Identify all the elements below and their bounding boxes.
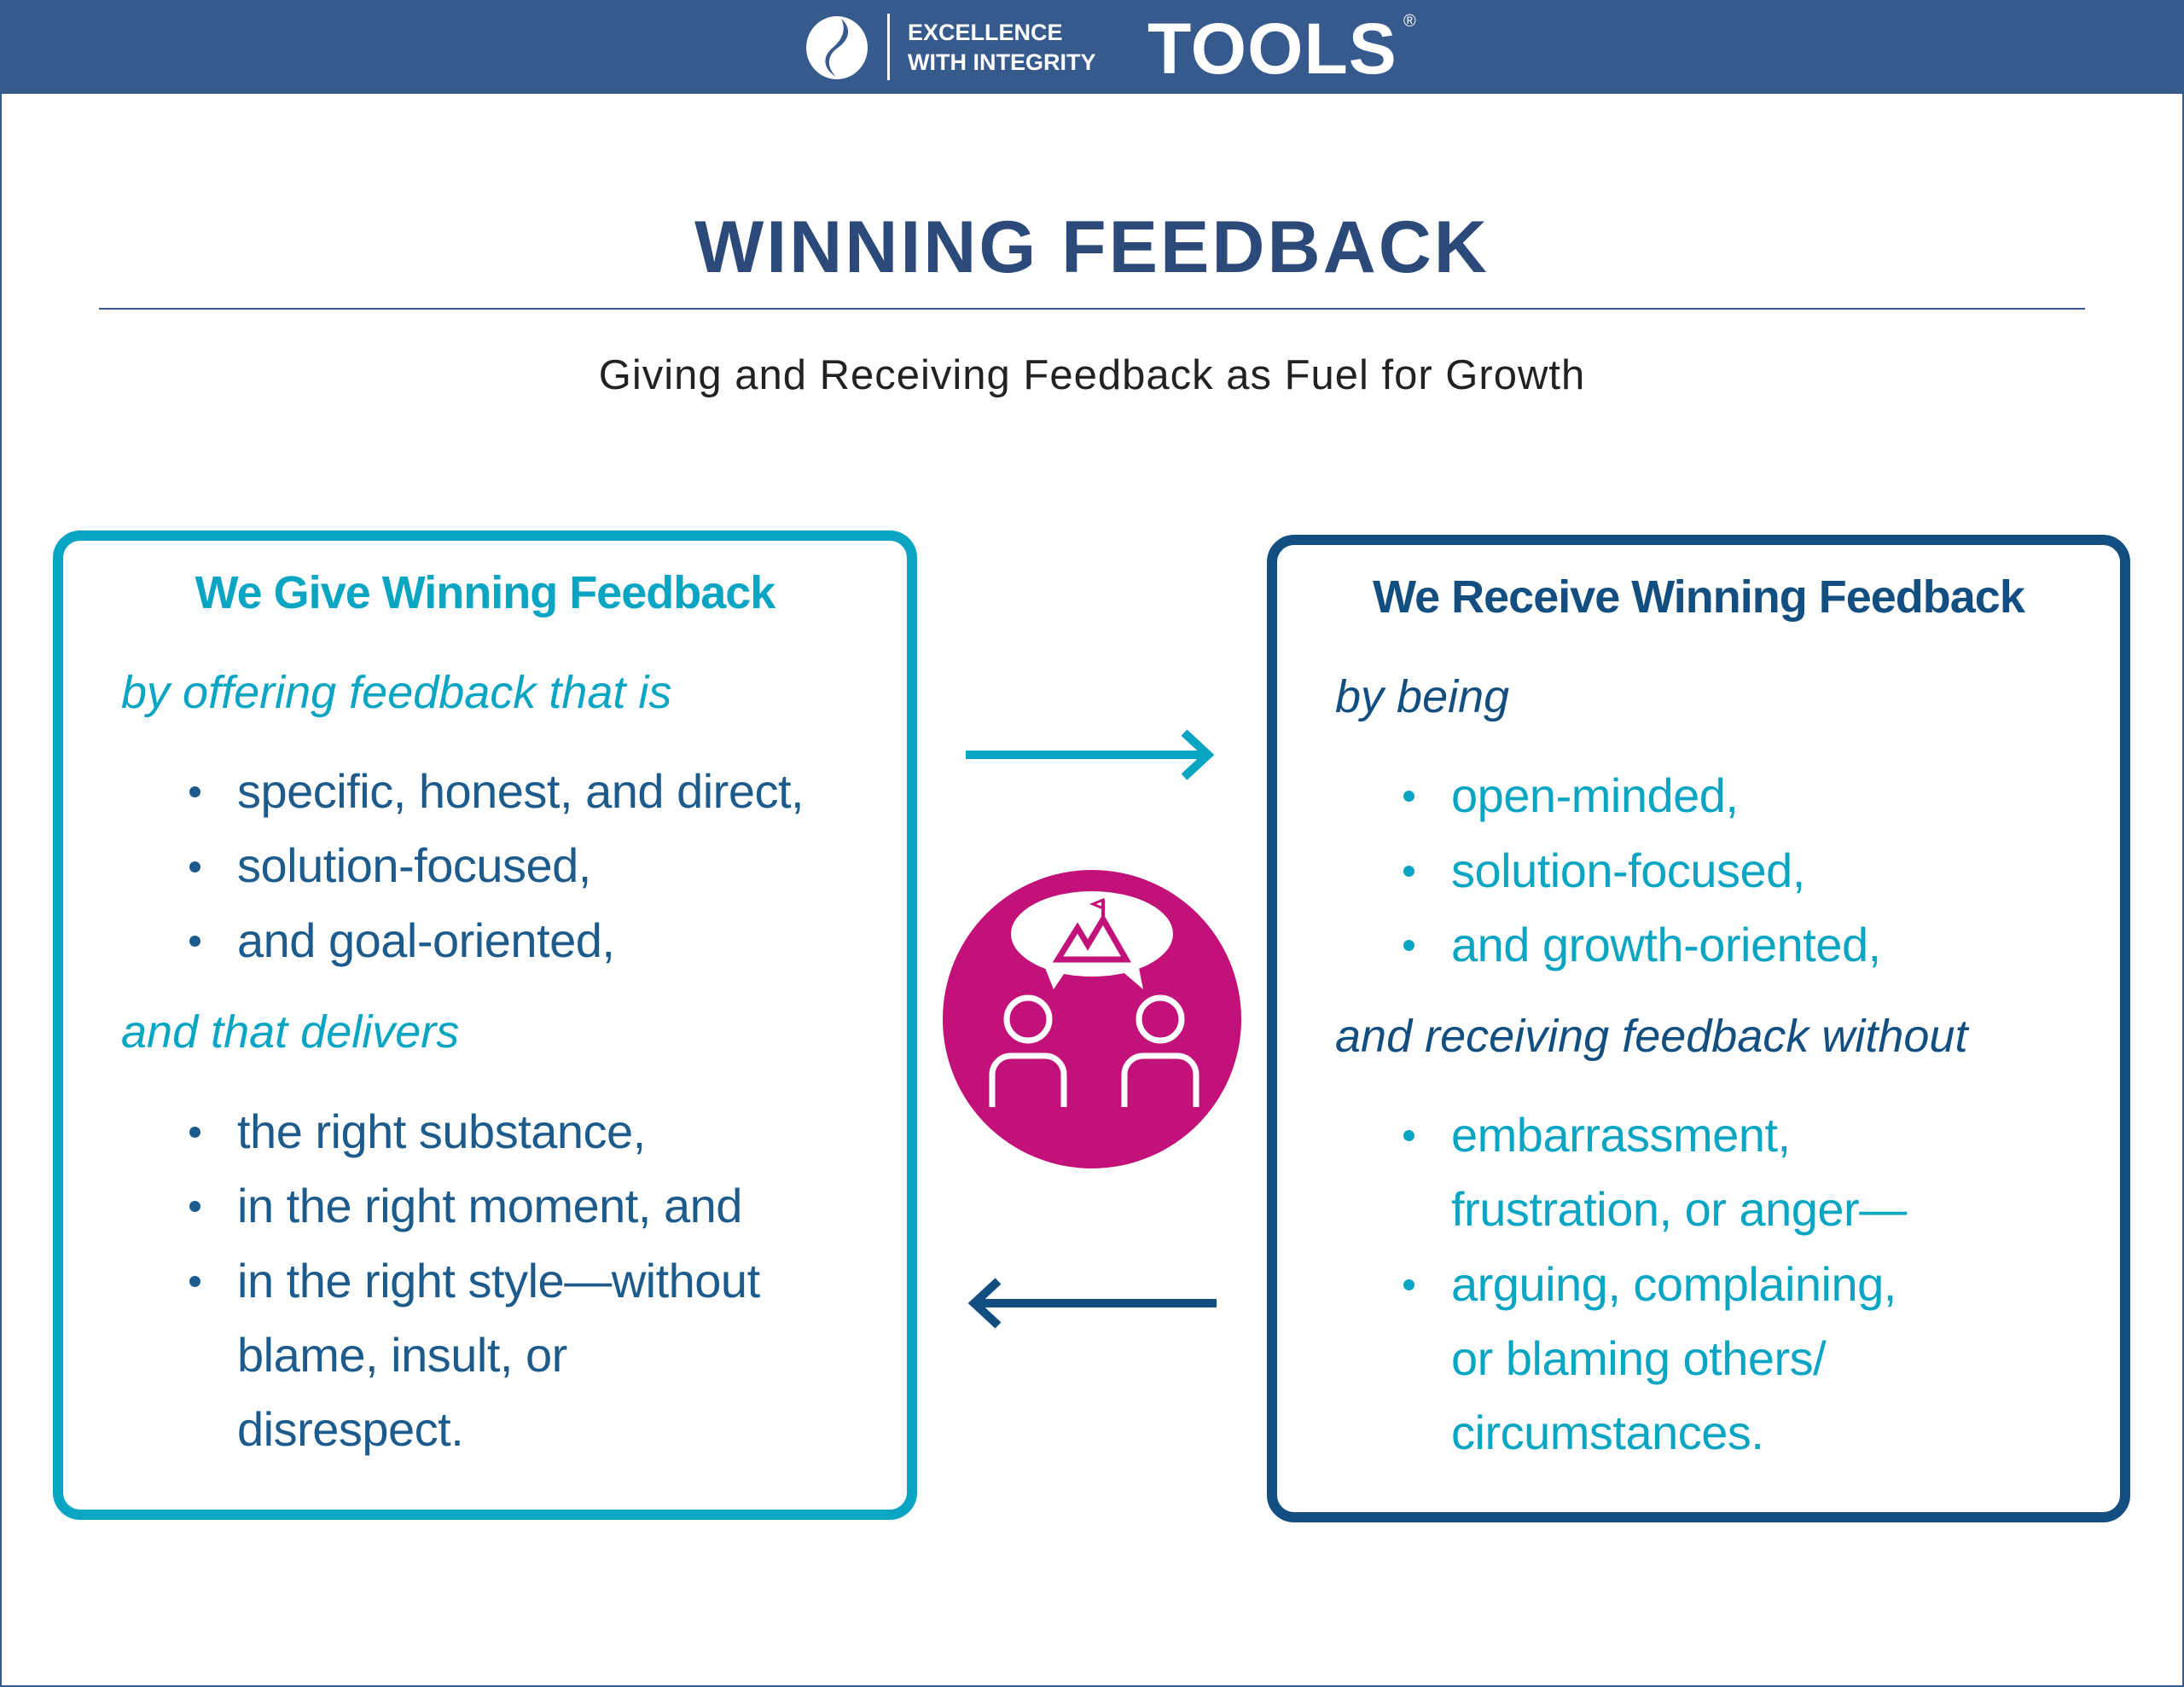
- receive-quality-item: open-minded,: [1451, 768, 1739, 822]
- give-delivers-item: blame, insult, or: [237, 1328, 567, 1382]
- give-heading: We Give Winning Feedback: [195, 567, 776, 618]
- give-intro2: and that delivers: [121, 1006, 460, 1058]
- give-delivers-item: disrespect.: [237, 1402, 464, 1456]
- receive-heading: We Receive Winning Feedback: [1373, 571, 2025, 623]
- title-divider: [99, 308, 2085, 310]
- give-delivers-item: in the right style—without: [237, 1254, 760, 1307]
- page-title: WINNING FEEDBACK: [694, 206, 1490, 288]
- give-feedback-box: [53, 530, 917, 1520]
- bullet-icon: [189, 1201, 200, 1212]
- bullet-icon: [1403, 1130, 1414, 1141]
- receive-without-item: circumstances.: [1451, 1406, 1764, 1459]
- give-delivers-item: the right substance,: [237, 1104, 646, 1158]
- bullet-icon: [189, 1276, 200, 1287]
- page-subtitle: Giving and Receiving Feedback as Fuel fo…: [598, 352, 1586, 398]
- bullet-icon: [189, 786, 200, 797]
- arrow-left-icon: [967, 1278, 1217, 1329]
- receive-quality-item: and growth-oriented,: [1451, 918, 1881, 971]
- receive-intro: by being: [1335, 671, 1510, 722]
- bullet-icon: [189, 861, 200, 872]
- receive-quality-item: solution-focused,: [1451, 844, 1805, 897]
- bullet-icon: [1403, 1279, 1414, 1290]
- brand-divider: [887, 14, 890, 80]
- bullet-icon: [1403, 866, 1414, 877]
- brand-product: TOOLS: [1147, 9, 1397, 89]
- bullet-icon: [1403, 791, 1414, 802]
- brand-line2: WITH INTEGRITY: [908, 49, 1096, 75]
- brand-header: EXCELLENCE WITH INTEGRITY TOOLS ®: [0, 0, 2184, 94]
- receive-feedback-box: [1267, 535, 2130, 1522]
- registered-mark: ®: [1403, 12, 1416, 31]
- brand-logo-icon: [806, 16, 868, 79]
- give-quality-item: solution-focused,: [237, 838, 591, 892]
- give-delivers-item: in the right moment, and: [237, 1179, 742, 1232]
- give-quality-item: specific, honest, and direct,: [237, 764, 804, 818]
- receive-without-item: or blaming others/: [1451, 1331, 1827, 1385]
- arrow-right-icon: [966, 729, 1215, 780]
- people-conversation-mountain-icon: [943, 870, 1241, 1168]
- bullet-icon: [189, 1127, 200, 1138]
- receive-without-item: arguing, complaining,: [1451, 1257, 1896, 1311]
- bullet-icon: [189, 936, 200, 947]
- brand-line1: EXCELLENCE: [908, 20, 1063, 45]
- give-quality-item: and goal-oriented,: [237, 913, 615, 967]
- give-intro: by offering feedback that is: [121, 667, 672, 718]
- receive-without-item: frustration, or anger—: [1451, 1182, 1907, 1236]
- receive-without-item: embarrassment,: [1451, 1108, 1791, 1162]
- receive-intro2: and receiving feedback without: [1335, 1011, 1968, 1062]
- bullet-icon: [1403, 940, 1414, 951]
